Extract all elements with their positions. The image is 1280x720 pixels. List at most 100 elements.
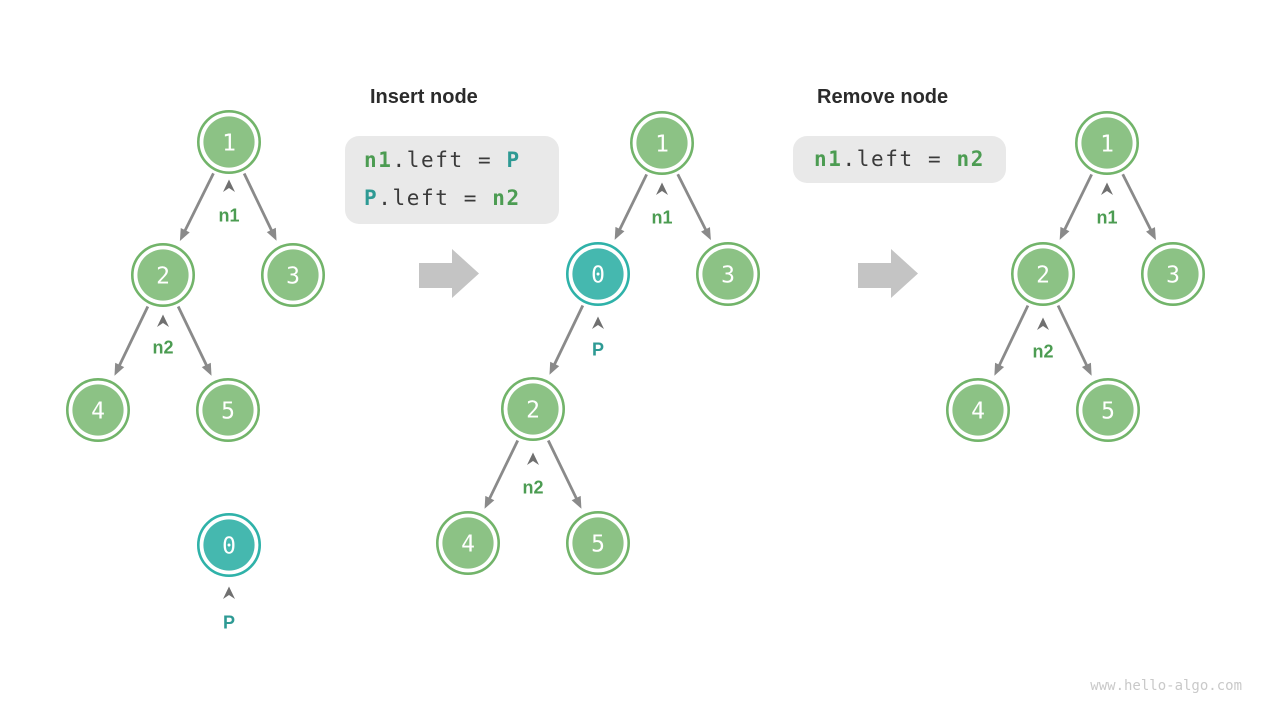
node-circle	[1082, 384, 1134, 436]
pointer-label: n1	[218, 205, 239, 225]
node-circle	[507, 383, 559, 435]
node-value: 4	[91, 398, 105, 424]
node-circle	[1147, 248, 1199, 300]
pointer-label: n2	[1032, 341, 1053, 361]
tree-edge	[552, 304, 585, 367]
node-circle	[1017, 248, 1069, 300]
node-circle	[952, 384, 1004, 436]
tree-edge-arrowhead-icon	[1146, 227, 1156, 241]
tree-node-3: 3	[695, 242, 760, 307]
tree-node-2: 2	[1010, 242, 1075, 307]
node-circle	[1081, 117, 1133, 169]
tree-edge	[617, 173, 648, 232]
pointer-caret-icon	[592, 316, 604, 329]
tree-node-4: 4	[945, 377, 1010, 442]
tree-edge-arrowhead-icon	[701, 227, 711, 241]
node-circle	[572, 248, 624, 300]
node-value: 3	[286, 263, 300, 289]
tree-node-4: 4	[66, 377, 131, 442]
code-token-n1: n1	[364, 148, 393, 172]
code-token-left-assign: .left =	[392, 148, 507, 172]
node-value: 5	[1101, 398, 1115, 424]
pointer-caret-icon	[223, 179, 235, 192]
node-circle	[702, 248, 754, 300]
code-line: n1.left = n2	[814, 136, 1006, 183]
tree-edge	[997, 304, 1030, 368]
node-circle	[442, 517, 494, 569]
pointer-label: n2	[522, 477, 543, 497]
remove-code-block: n1.left = n2	[793, 136, 1006, 183]
node-circle	[202, 384, 254, 436]
node-value: 4	[971, 398, 985, 424]
tree-node-5: 5	[1076, 377, 1141, 442]
code-token-n1: n1	[814, 147, 843, 171]
tree-edge-arrowhead-icon	[614, 226, 625, 240]
right-block-arrow-icon	[419, 249, 479, 298]
node-value: 2	[156, 263, 170, 289]
tree-edge	[1056, 304, 1089, 368]
node-circle	[137, 249, 189, 301]
tree-edge-arrowhead-icon	[994, 362, 1005, 376]
tree-edge	[176, 305, 209, 368]
pointer-label: n1	[1096, 207, 1117, 227]
tree-edge	[487, 439, 519, 501]
node-circle	[203, 519, 255, 571]
node-circle	[572, 517, 624, 569]
tree-node-4: 4	[435, 510, 500, 575]
code-token-n2: n2	[492, 186, 521, 210]
node-value: 5	[221, 398, 235, 424]
node-value: 3	[1166, 262, 1180, 288]
code-line: n1.left = P	[364, 141, 559, 179]
tree-edge	[676, 173, 708, 232]
pointer-caret-icon	[656, 182, 668, 195]
pointer-caret-icon	[1101, 182, 1113, 195]
tree-edge	[242, 172, 274, 233]
pointer-caret-icon	[223, 586, 235, 599]
node-value: 2	[1036, 262, 1050, 288]
tree-edge-arrowhead-icon	[1081, 362, 1092, 376]
tree-edge-arrowhead-icon	[571, 495, 582, 509]
node-value: 5	[591, 531, 605, 557]
tree-edge-arrowhead-icon	[266, 227, 277, 241]
pointer-label: P	[223, 612, 235, 632]
tree-edge	[117, 305, 150, 368]
node-value: 3	[721, 262, 735, 288]
code-token-n2: n2	[956, 147, 985, 171]
right-block-arrow-icon	[858, 249, 918, 298]
tree-edge-arrowhead-icon	[201, 362, 212, 376]
insert-section-title: Insert node	[370, 86, 478, 108]
node-circle	[72, 384, 124, 436]
tree-edge-arrowhead-icon	[179, 227, 190, 241]
tree-edge	[183, 172, 215, 233]
node-circle	[267, 249, 319, 301]
tree-node-3: 3	[1141, 242, 1206, 307]
node-value: 0	[591, 262, 605, 288]
pointer-label: n1	[651, 207, 672, 227]
node-value: 1	[1100, 131, 1114, 157]
node-value: 0	[222, 533, 236, 559]
tree-edge-arrowhead-icon	[484, 495, 495, 509]
pointer-caret-icon	[527, 452, 539, 465]
tree-node-0: 0	[197, 512, 262, 577]
tree-edge-arrowhead-icon	[114, 362, 125, 376]
node-value: 1	[222, 130, 236, 156]
tree-node-2: 2	[131, 243, 196, 308]
code-line: P.left = n2	[364, 179, 559, 217]
watermark: www.hello-algo.com	[1090, 678, 1242, 694]
pointer-label: P	[592, 339, 604, 359]
node-circle	[203, 116, 255, 168]
tree-edge	[1121, 173, 1153, 232]
tree-node-1: 1	[629, 111, 694, 176]
node-value: 2	[526, 397, 540, 423]
tree-edge	[1062, 173, 1093, 232]
tree-edge	[547, 439, 579, 501]
code-token-p: P	[364, 186, 379, 210]
tree-node-2: 2	[500, 376, 565, 441]
node-circle	[636, 117, 688, 169]
code-token-left-assign: .left =	[842, 147, 957, 171]
tree-after-remove: 1 2 3 4 5 n1 n2	[945, 111, 1206, 442]
tree-node-5: 5	[565, 510, 630, 575]
